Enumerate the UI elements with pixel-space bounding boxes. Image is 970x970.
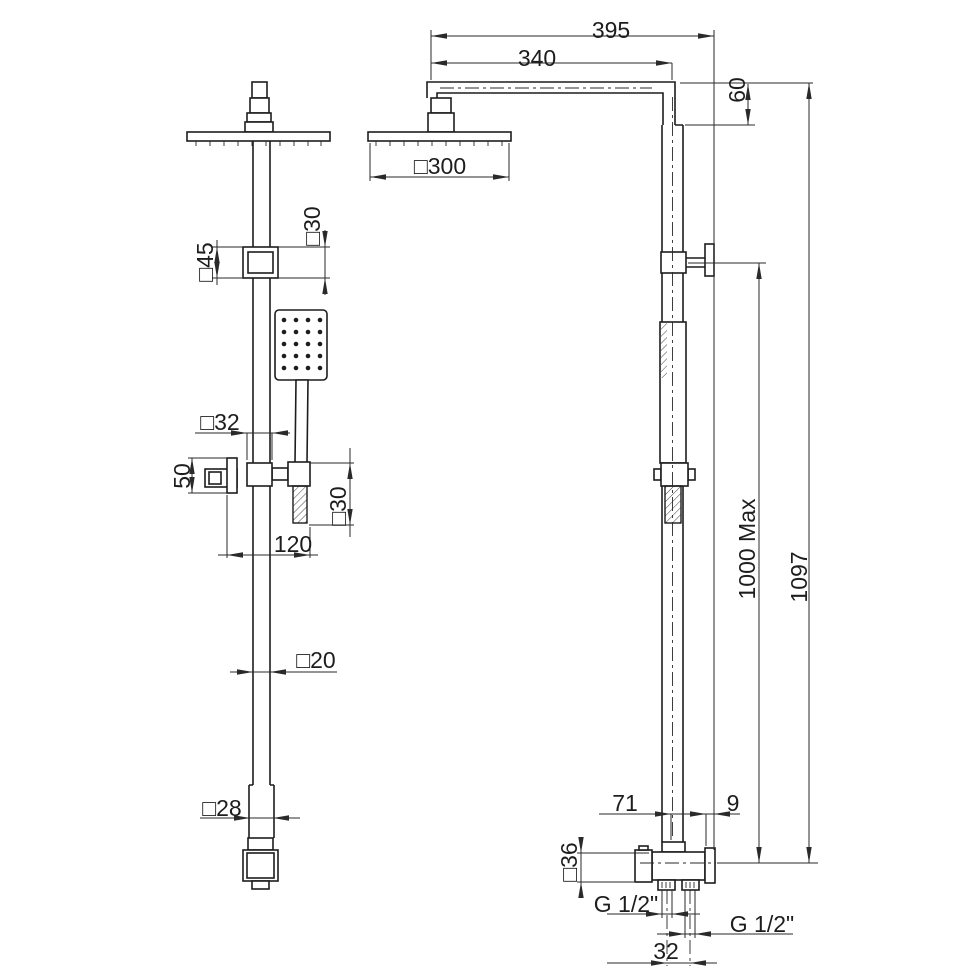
dim-column-section: □20 (296, 647, 335, 673)
extension-lines (188, 30, 818, 938)
side-slider-ear-left (653, 468, 662, 481)
wall-bracket (660, 251, 687, 274)
side-shower-arm (426, 81, 683, 126)
dim-handle-offset: 120 (274, 531, 312, 557)
slider-block (246, 462, 273, 487)
dim-arm-horizontal: 340 (518, 45, 556, 71)
front-base-block-inner (246, 852, 275, 879)
side-slider-ear-right (687, 468, 696, 481)
front-ceiling-bracket-inner (247, 251, 274, 274)
dim-head-size: □300 (414, 153, 466, 179)
slider-connector-bar (271, 467, 289, 481)
side-head-connector-upper (430, 97, 452, 114)
front-top-connector-upper (251, 81, 268, 99)
dim-outlet-spacing: 32 (653, 938, 679, 964)
side-head-connector-lower (427, 112, 455, 133)
dimension-labels: 395 340 60 □300 □30 □45 □32 50 □30 120 □… (169, 17, 812, 964)
sleeve-hatch (661, 323, 667, 378)
hand-shower-handle (294, 379, 309, 464)
valve-handle (634, 849, 653, 883)
dim-handle-section: □30 (325, 486, 351, 525)
valve-body (651, 851, 706, 881)
dim-outlet-thread-left: G 1/2" (594, 891, 658, 917)
dim-valve-section: □36 (556, 842, 582, 881)
side-slider-body (660, 462, 689, 487)
front-base-foot (251, 880, 270, 890)
front-shower-head-plate (186, 131, 331, 142)
dim-ceiling-bracket-size: □45 (192, 242, 218, 281)
dim-base-section: □28 (202, 795, 241, 821)
front-view (186, 81, 331, 890)
dim-wall-offset: 71 (612, 790, 638, 816)
side-handle-grip-hatched (664, 485, 682, 524)
valve-outlet-right (681, 879, 700, 891)
valve-handle-tab (638, 845, 649, 851)
dim-outlet-thread-right: G 1/2" (730, 911, 794, 937)
front-top-nut-1 (246, 112, 272, 123)
dimension-lines (189, 33, 812, 966)
dim-slider-size: □32 (200, 409, 239, 435)
slider-knob-face (208, 471, 222, 485)
front-top-nut-2 (244, 121, 274, 133)
dim-adjustable-height: 1000 Max (734, 498, 760, 600)
side-shower-head-plate (367, 131, 512, 142)
side-head-nozzles (375, 141, 503, 146)
valve-outlet-left (657, 879, 676, 891)
handle-grip-hatched (292, 485, 308, 524)
front-base-collar (247, 837, 274, 851)
dim-overall-height: 1097 (786, 551, 812, 602)
dim-flange-thickness: 9 (727, 790, 740, 816)
dim-ceiling-bracket-depth: □30 (299, 206, 325, 245)
side-view (367, 81, 716, 966)
valve-wall-flange (704, 847, 716, 884)
front-top-connector-lower (249, 97, 270, 114)
dim-arm-drop: 60 (724, 77, 750, 103)
dim-arm-total: 395 (592, 17, 630, 43)
slider-knob-bar (226, 457, 238, 494)
hand-shower-nozzle-dots (281, 317, 323, 371)
valve-connector-nut (661, 841, 686, 853)
handle-holder (287, 461, 311, 487)
wall-bracket-flange (704, 243, 715, 277)
wall-bracket-arm (686, 257, 706, 268)
outlet-thread-marks (661, 882, 695, 888)
dim-knob-size: 50 (169, 463, 195, 489)
front-head-nozzles (195, 141, 322, 146)
front-column (248, 141, 275, 838)
